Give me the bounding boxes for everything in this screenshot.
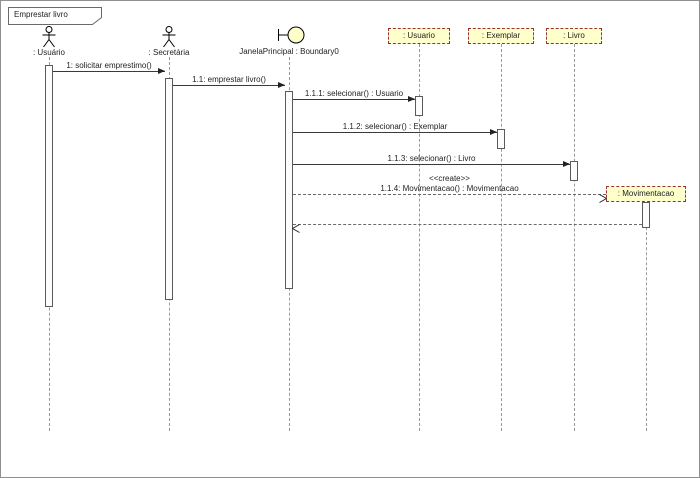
- frame-pentagon-icon: [8, 7, 102, 25]
- lifeline-movimentacao: [646, 202, 647, 431]
- message-line: [293, 224, 642, 225]
- activation-usuario-object: [415, 96, 423, 116]
- activation-exemplar: [497, 129, 505, 149]
- lifeline-exemplar: [501, 44, 502, 431]
- message-arrowhead: [158, 68, 165, 74]
- activation-janelaprincipal: [285, 91, 293, 289]
- frame-title: Emprestar livro: [14, 10, 68, 19]
- message-label: 1.1.3: selecionar() : Livro: [387, 154, 476, 163]
- message-label: 1.1.4: Movimentacao() : Movimentacao: [380, 184, 519, 193]
- message-label: 1: solicitar emprestimo(): [66, 61, 152, 70]
- lifeline-livro: [574, 44, 575, 431]
- boundary-icon-janelaprincipal: [277, 26, 305, 49]
- lifeline-usuario-object: [419, 44, 420, 431]
- message-arrowhead: [563, 161, 570, 167]
- actor-label-usuario: : Usuário: [32, 48, 65, 57]
- stereotype-label: <<create>>: [429, 174, 470, 183]
- object-box-livro: : Livro: [546, 28, 602, 44]
- message-arrowhead: [408, 96, 415, 102]
- activation-livro: [570, 161, 578, 181]
- message-line: [293, 164, 570, 165]
- message-line: [173, 85, 285, 86]
- message-label: 1.1.1: selecionar() : Usuario: [304, 89, 404, 98]
- message-label: 1.1.2: selecionar() : Exemplar: [342, 122, 448, 131]
- object-box-usuario: : Usuario: [388, 28, 450, 44]
- object-box-exemplar: : Exemplar: [468, 28, 534, 44]
- diagram-frame-label: Emprestar livro: [8, 7, 102, 25]
- actor-icon-usuario: [41, 26, 57, 53]
- message-arrowhead: [599, 190, 608, 208]
- message-line: [53, 71, 165, 72]
- message-line: [293, 194, 606, 195]
- message-arrowhead: [278, 82, 285, 88]
- actor-icon-secretaria: [161, 26, 177, 53]
- return-arrowhead: [291, 220, 300, 238]
- message-line: [293, 99, 415, 100]
- object-box-movimentacao: : Movimentacao: [606, 186, 686, 202]
- actor-label-secretaria: : Secretária: [148, 48, 190, 57]
- message-line: [293, 132, 497, 133]
- message-label: 1.1: emprestar livro(): [192, 75, 266, 84]
- activation-movimentacao: [642, 202, 650, 228]
- message-arrowhead: [490, 129, 497, 135]
- activation-usuario-actor: [45, 65, 53, 307]
- boundary-label-janelaprincipal: JanelaPrincipal : Boundary0: [239, 47, 339, 56]
- activation-secretaria: [165, 78, 173, 300]
